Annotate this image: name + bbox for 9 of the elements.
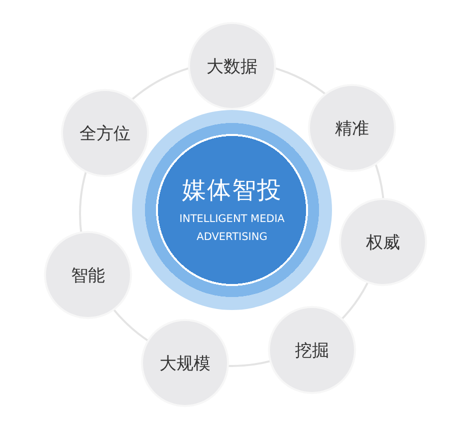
node-title: 智能: [71, 264, 105, 286]
node-subtitle: INTELLIGENT MEDIA ADVERTISING: [178, 212, 286, 245]
node-title: 大数据: [206, 56, 258, 78]
node-title: 媒体智投: [182, 175, 282, 206]
node-title: 权威: [366, 232, 400, 254]
node-title: 挖掘: [295, 340, 329, 362]
node-title: 精准: [335, 118, 369, 140]
node-title: 全方位: [80, 122, 130, 144]
node-title: 大规模: [160, 352, 210, 374]
